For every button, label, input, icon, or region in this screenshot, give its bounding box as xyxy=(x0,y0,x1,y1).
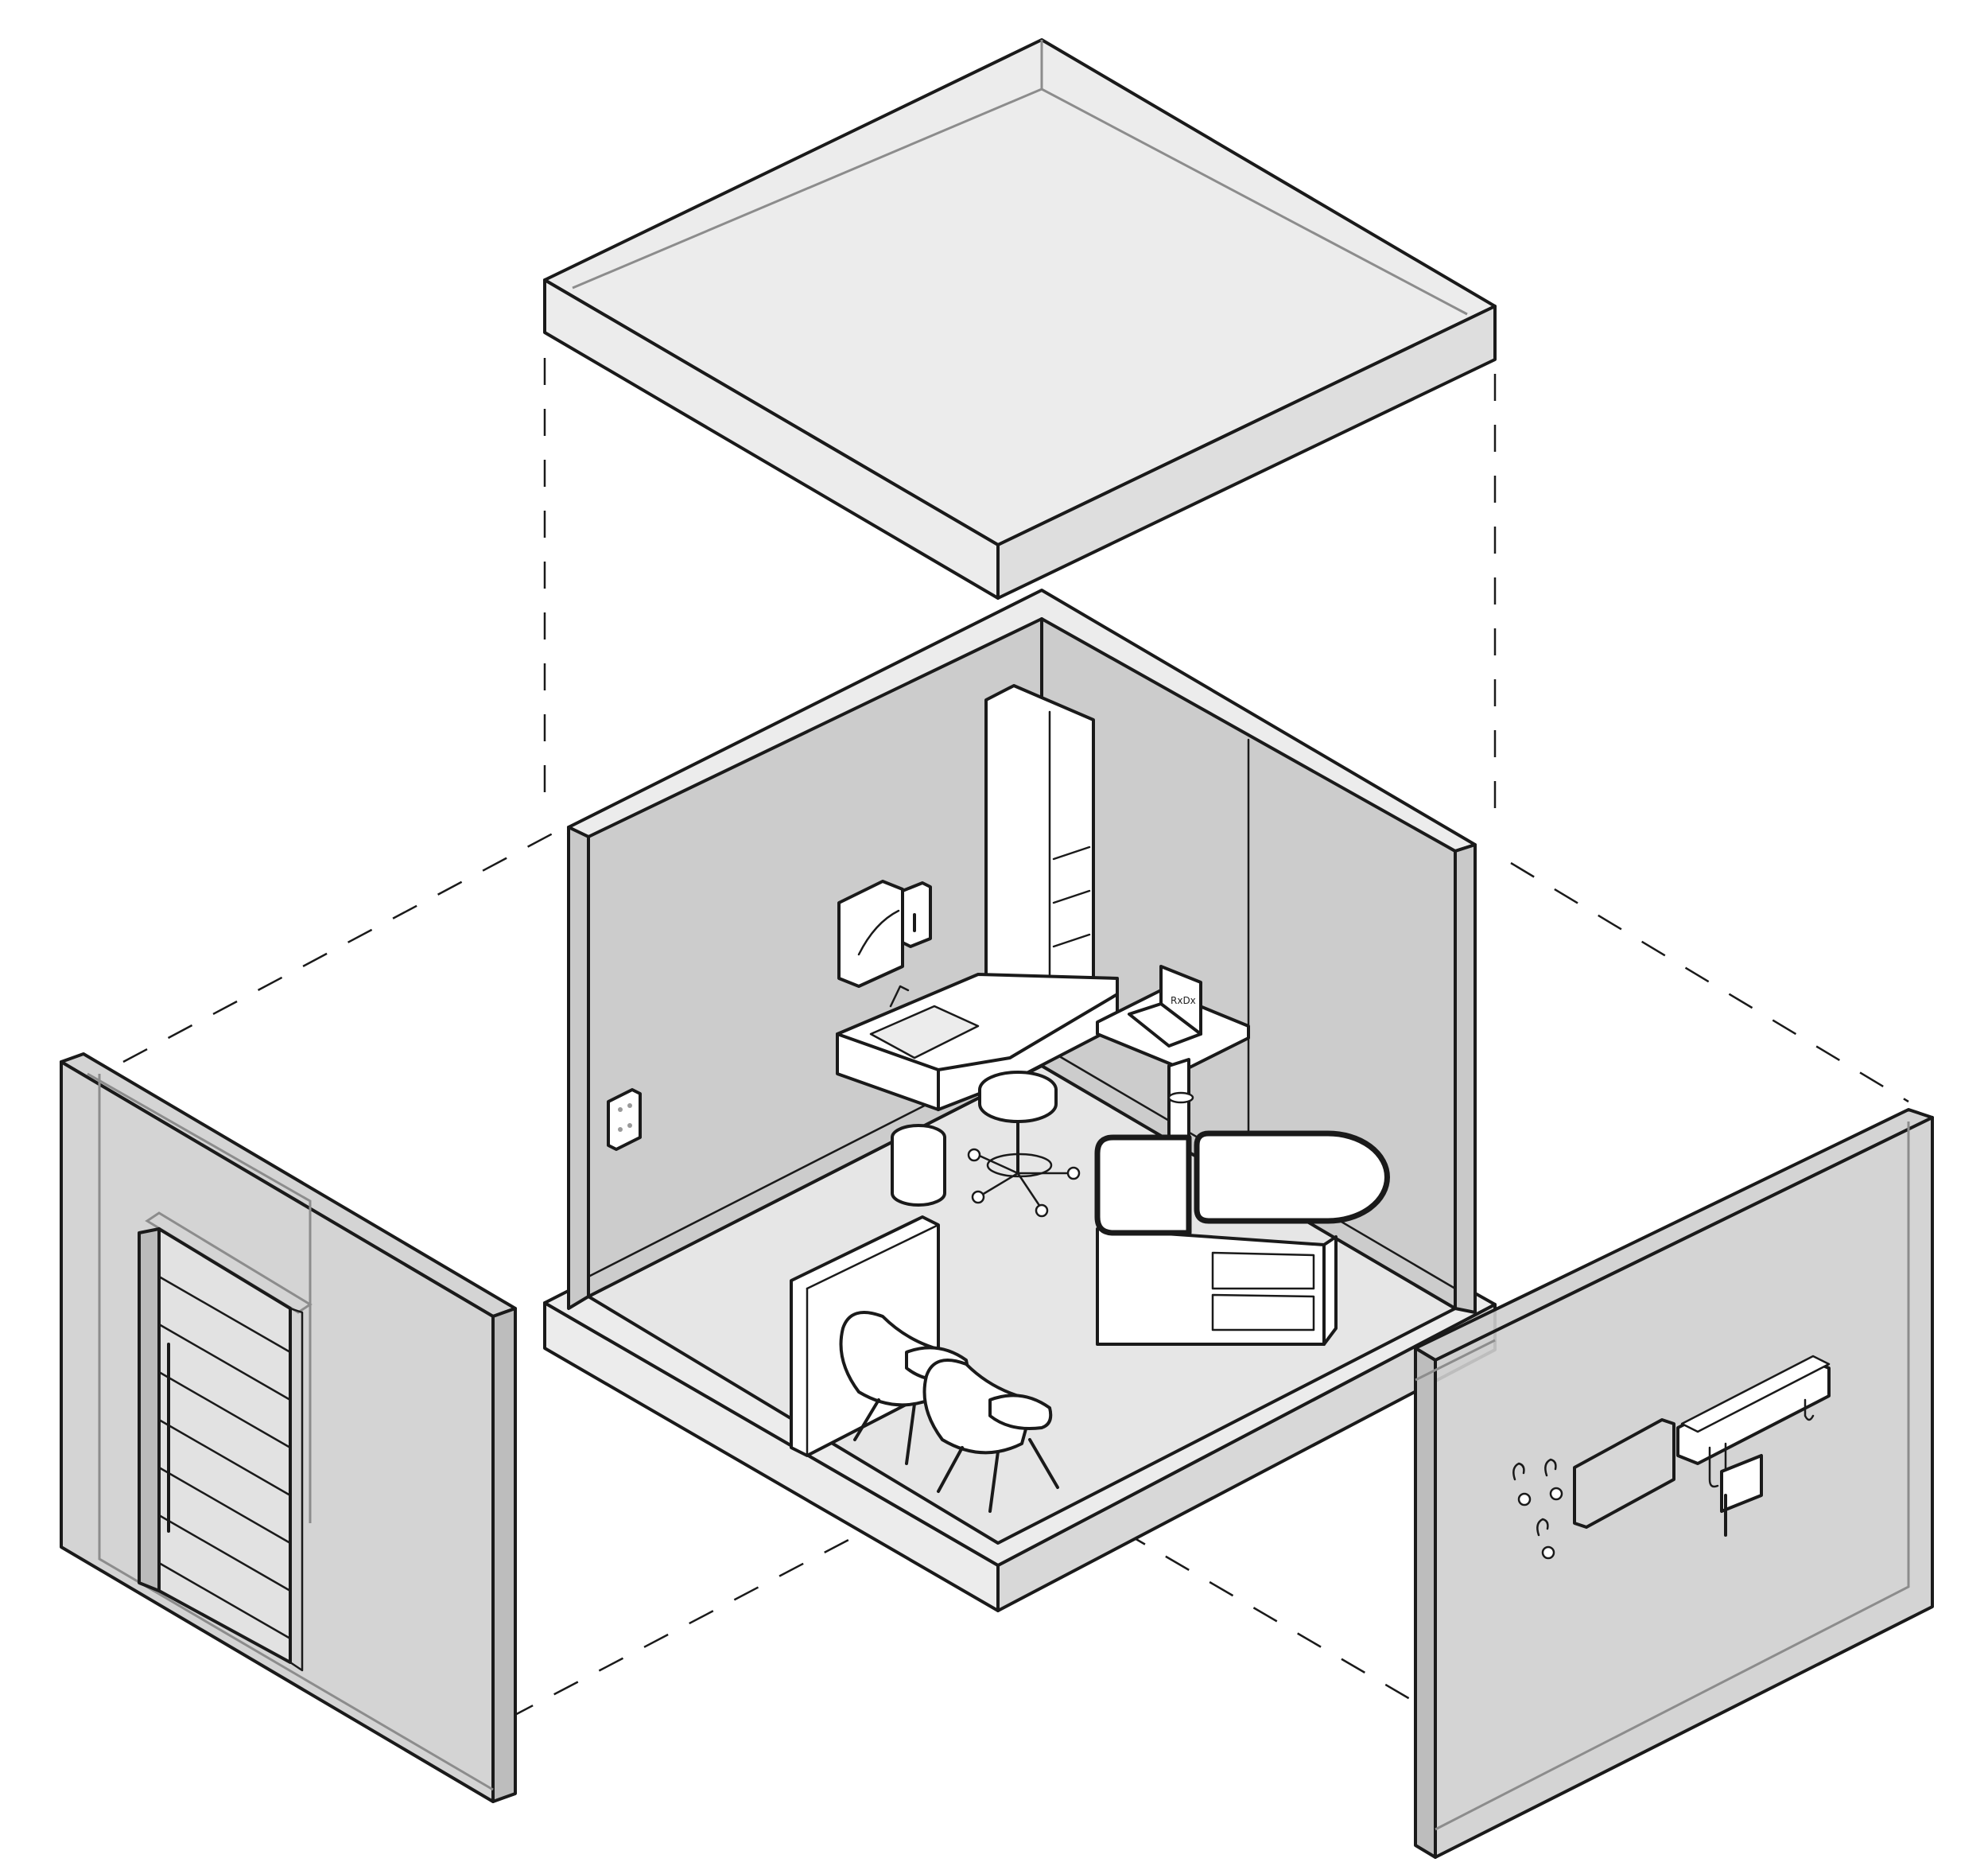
soap-dispenser xyxy=(901,881,932,948)
exam-stool xyxy=(967,1071,1081,1218)
paper-towel-dispenser xyxy=(837,880,904,988)
ceiling-guide-lines xyxy=(543,358,1497,811)
laptop: RxDx xyxy=(1128,965,1202,1048)
waste-bin xyxy=(891,1124,946,1207)
wall-monitor xyxy=(1573,1418,1675,1529)
laptop-screen-label: RxDx xyxy=(1171,995,1196,1006)
wall-switch xyxy=(607,1088,642,1151)
exam-table xyxy=(1094,1130,1390,1346)
guest-chair xyxy=(922,1359,1059,1513)
entry-door xyxy=(138,1211,313,1672)
coat-hooks xyxy=(1512,1458,1563,1560)
diagnostic-wall-unit xyxy=(1676,1355,1831,1537)
ceiling-slab xyxy=(543,38,1497,600)
right-wall-panel xyxy=(1414,1108,1934,1859)
tall-storage-cabinet xyxy=(984,684,1095,1004)
